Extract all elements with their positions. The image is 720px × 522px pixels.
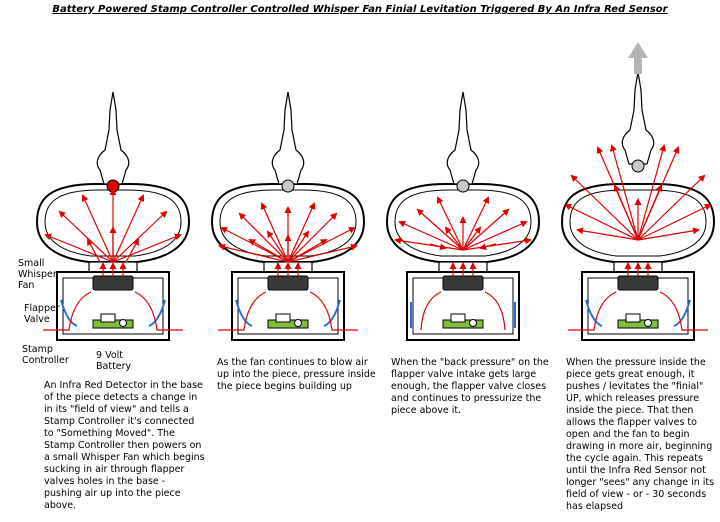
urn-inner-wall — [394, 189, 532, 257]
controller-label: Stamp Controller — [22, 344, 69, 366]
urn-inner-wall — [569, 189, 707, 257]
pressure-arrow — [44, 233, 114, 263]
pressure-arrow — [576, 227, 639, 241]
pressure-arrow — [266, 230, 289, 263]
pressure-arrow — [87, 238, 101, 263]
flapper-valve-left — [235, 299, 253, 327]
caption-stage-3: When the "back pressure" on the flapper … — [391, 357, 549, 416]
pressure-arrow — [112, 233, 182, 263]
pressure-arrow — [479, 243, 497, 251]
flapper-valve-left — [60, 299, 78, 327]
finial-ball — [456, 179, 470, 193]
pressure-arrow — [287, 230, 310, 263]
pressure-arrow — [637, 144, 667, 241]
sensor-icon — [469, 319, 477, 327]
whisper-fan — [92, 275, 134, 291]
pressure-arrow — [637, 227, 700, 241]
battery — [625, 313, 641, 323]
air-path-left — [218, 291, 267, 331]
air-path-right — [134, 291, 183, 331]
pressure-arrow — [260, 202, 289, 263]
air-path-left — [43, 291, 92, 331]
pressure-arrow — [398, 220, 464, 251]
pressure-arrow — [287, 243, 358, 263]
stage-2 — [210, 91, 366, 341]
pressure-arrow — [570, 174, 639, 241]
pressure-arrow — [248, 238, 289, 263]
stage-4 — [560, 42, 716, 341]
pressure-arrow — [609, 144, 639, 241]
sensor-icon — [119, 319, 127, 327]
stage-3 — [385, 91, 541, 341]
pressure-arrow — [238, 212, 289, 263]
pressure-arrow — [429, 243, 447, 251]
pressure-arrow — [112, 210, 168, 263]
pressure-arrow — [112, 194, 145, 263]
pressure-arrow — [394, 237, 464, 251]
air-path-right — [484, 291, 506, 331]
whisper-fan — [442, 275, 484, 291]
pressure-arrow — [637, 204, 712, 241]
caption-stage-1: An Infra Red Detector in the base of the… — [44, 380, 205, 511]
stage-1 — [35, 91, 191, 341]
diagram-title: Battery Powered Stamp Controller Control… — [52, 4, 668, 15]
pressure-arrow — [462, 220, 528, 251]
urn-inner-wall — [219, 189, 357, 257]
up-arrow-icon — [628, 42, 648, 74]
pressure-arrow — [637, 174, 706, 241]
pressure-arrow — [564, 204, 639, 241]
air-path-right — [309, 291, 358, 331]
battery — [275, 313, 291, 323]
air-path-right — [659, 291, 708, 331]
sensor-icon — [294, 319, 302, 327]
pressure-arrow — [287, 202, 316, 263]
pressure-arrow — [125, 238, 139, 263]
whisper-fan — [617, 275, 659, 291]
finial-ball — [281, 179, 295, 193]
pressure-arrow — [444, 226, 464, 251]
fan-label: Small Whisper Fan — [18, 258, 57, 291]
flapper-valve-right — [148, 299, 166, 327]
pressure-arrow — [462, 226, 482, 251]
sensor-icon — [644, 319, 652, 327]
pressure-arrow — [218, 243, 289, 263]
flapper-valve-right — [673, 299, 691, 327]
caption-stage-2: As the fan continues to blow air up into… — [217, 357, 376, 392]
pressure-arrow — [437, 196, 464, 251]
caption-stage-4: When the pressure inside the piece gets … — [566, 357, 715, 512]
pressure-arrow — [462, 237, 532, 251]
air-path-left — [420, 291, 442, 331]
finial — [621, 71, 655, 165]
pressure-arrow — [58, 210, 114, 263]
pressure-arrow — [637, 184, 663, 241]
battery-label: 9 Volt Battery — [96, 350, 132, 372]
whisper-fan — [267, 275, 309, 291]
pressure-arrow — [462, 208, 510, 251]
battery — [100, 313, 116, 323]
finial — [446, 91, 480, 185]
pressure-arrow — [287, 212, 338, 263]
battery — [450, 313, 466, 323]
valve-label: Flapper Valve — [24, 303, 60, 325]
finial-ball — [631, 159, 645, 173]
air-path-left — [568, 291, 617, 331]
pressure-arrow — [462, 196, 489, 251]
flapper-valve-right — [323, 299, 341, 327]
finial — [96, 91, 130, 185]
urn-inner-wall — [44, 189, 182, 257]
pressure-arrow — [613, 184, 639, 241]
pressure-arrow — [287, 238, 328, 263]
pressure-arrow — [81, 194, 114, 263]
finial — [271, 91, 305, 185]
pressure-arrow — [416, 208, 464, 251]
flapper-valve-left — [585, 299, 603, 327]
